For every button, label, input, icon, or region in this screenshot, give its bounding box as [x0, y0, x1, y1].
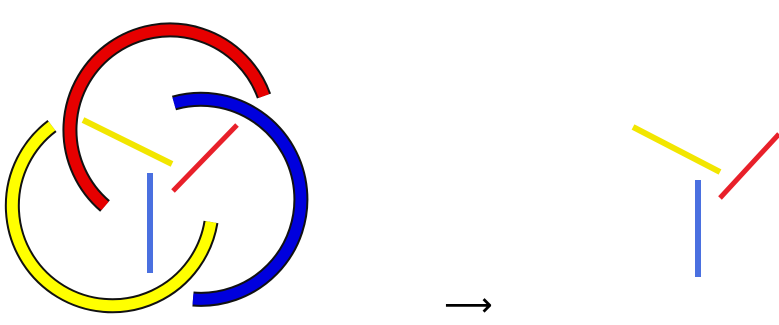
red-stick	[171, 123, 239, 193]
yellow-stick	[631, 124, 722, 175]
red-ring	[62, 22, 272, 212]
yellow-stick	[81, 117, 174, 167]
red-stick	[718, 132, 779, 200]
transformation-arrow: ⟶	[444, 285, 493, 325]
right-figure	[631, 124, 779, 277]
yellow-ring	[4, 120, 219, 314]
blue-ring	[171, 91, 309, 307]
left-figure	[4, 22, 309, 314]
